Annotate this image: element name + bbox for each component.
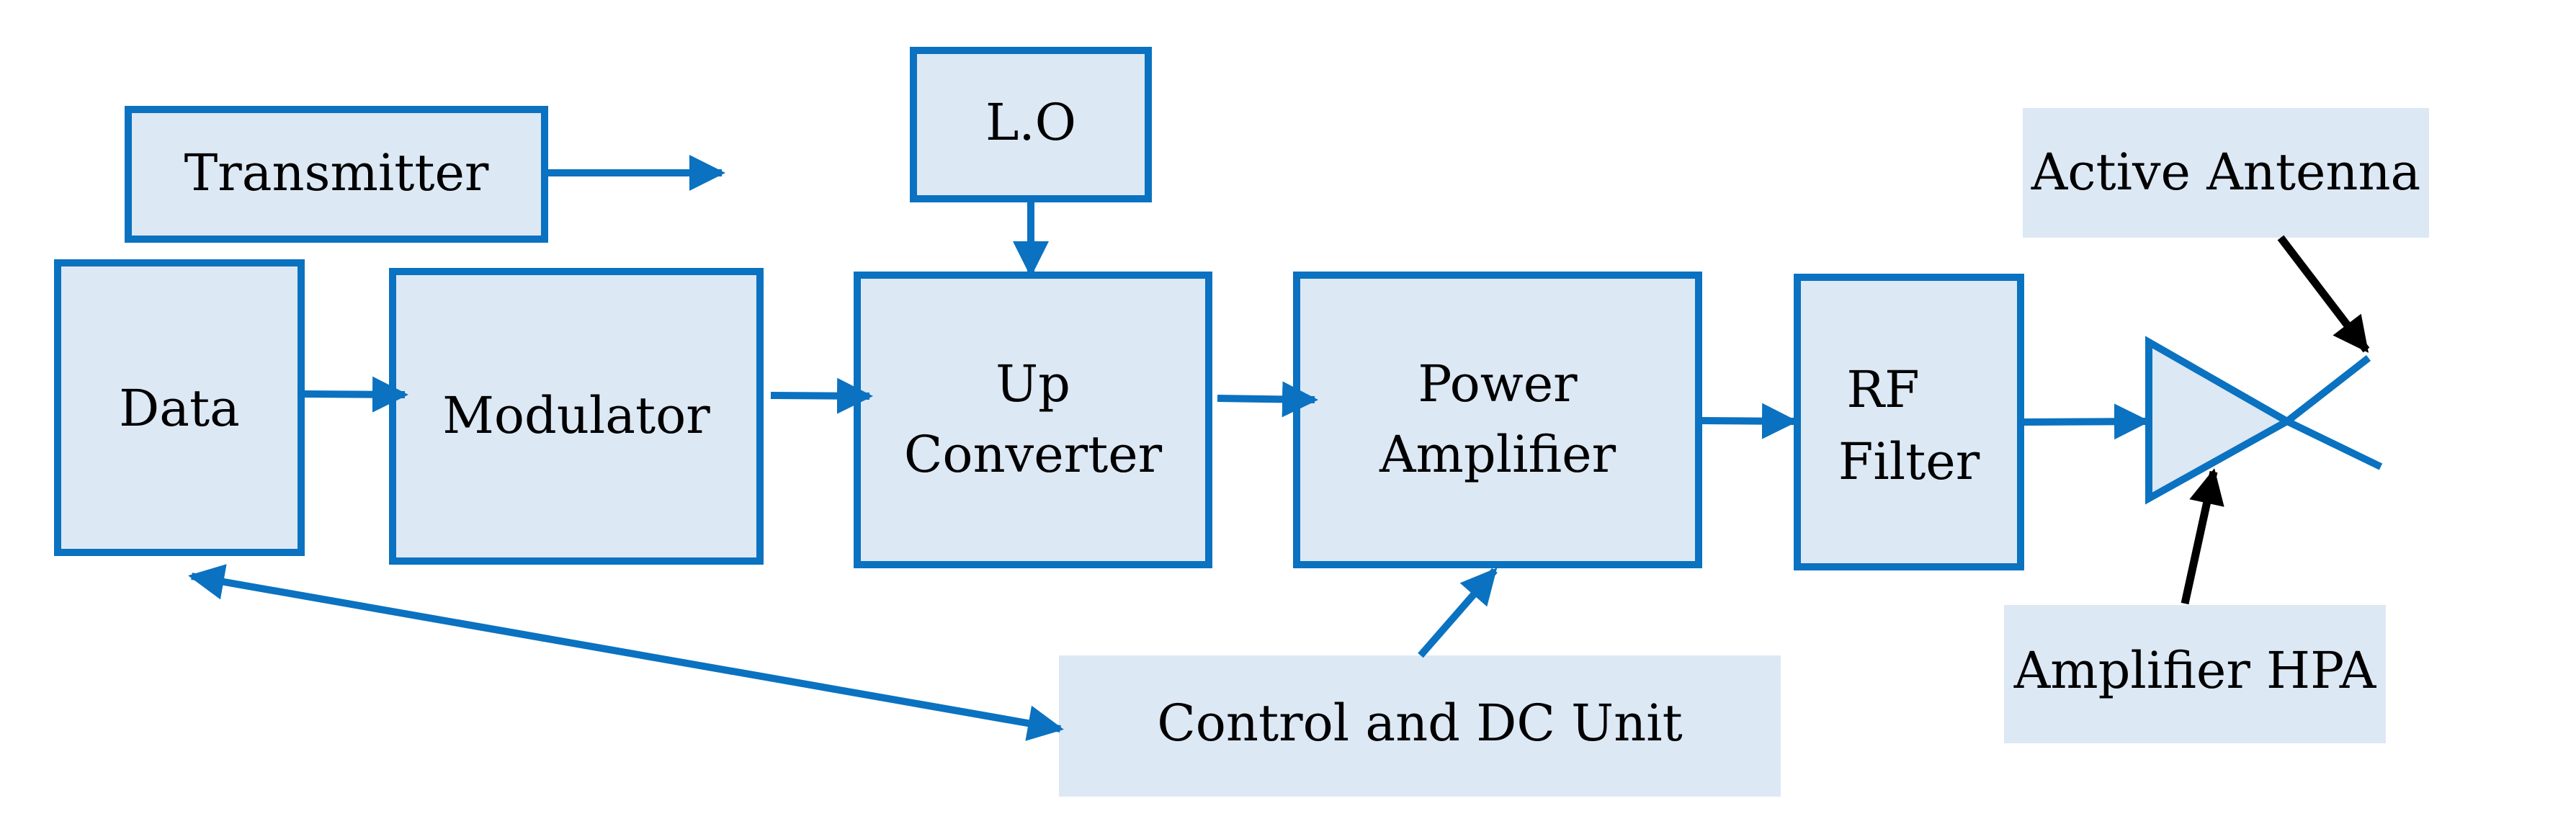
antenna-icon bbox=[2284, 355, 2383, 470]
power-amplifier-block: Power Amplifier bbox=[1293, 272, 1702, 568]
rf-filter-block: RF Filter bbox=[1794, 274, 2024, 570]
power-amplifier-label-line2: Amplifier bbox=[1379, 425, 1616, 484]
amplifier-hpa-label: Amplifier HPA bbox=[2013, 641, 2377, 700]
arrow-data-to-modulator bbox=[302, 376, 408, 413]
lo-block: L.O bbox=[910, 47, 1152, 202]
data-block: Data bbox=[54, 259, 305, 556]
up-converter-block: Up Converter bbox=[854, 272, 1212, 568]
pointer-amplifier-hpa bbox=[2181, 468, 2224, 605]
transmitter-label: Transmitter bbox=[184, 143, 489, 202]
arrow-modulator-to-upconverter bbox=[770, 377, 873, 414]
lo-label: L.O bbox=[985, 93, 1076, 152]
up-converter-label-line1: Up bbox=[996, 354, 1070, 413]
modulator-block: Modulator bbox=[389, 268, 764, 565]
power-amplifier-label-line1: Power bbox=[1418, 354, 1578, 413]
arrow-data-control-bidirectional bbox=[188, 564, 1064, 741]
rf-filter-label-line2: Filter bbox=[1838, 432, 1980, 491]
data-label: Data bbox=[119, 379, 240, 438]
transmitter-block: Transmitter bbox=[125, 106, 548, 243]
up-converter-label-line2: Converter bbox=[904, 425, 1163, 484]
triangle-amplifier-icon bbox=[2145, 336, 2295, 505]
control-dc-unit-block: Control and DC Unit bbox=[1059, 655, 1781, 797]
active-antenna-label: Active Antenna bbox=[2031, 143, 2421, 202]
control-dc-unit-label: Control and DC Unit bbox=[1157, 694, 1683, 753]
modulator-label: Modulator bbox=[442, 386, 710, 445]
pointer-active-antenna bbox=[2277, 235, 2370, 353]
active-antenna-callout: Active Antenna bbox=[2023, 108, 2429, 238]
arrow-rf-filter-to-hpa bbox=[2022, 403, 2150, 440]
amplifier-hpa-callout: Amplifier HPA bbox=[2004, 605, 2386, 743]
arrow-upconverter-to-power-amplifier bbox=[1217, 381, 1318, 418]
arrow-control-to-power-amplifier bbox=[1418, 568, 1498, 658]
rf-filter-label-line1: RF bbox=[1846, 360, 1919, 419]
